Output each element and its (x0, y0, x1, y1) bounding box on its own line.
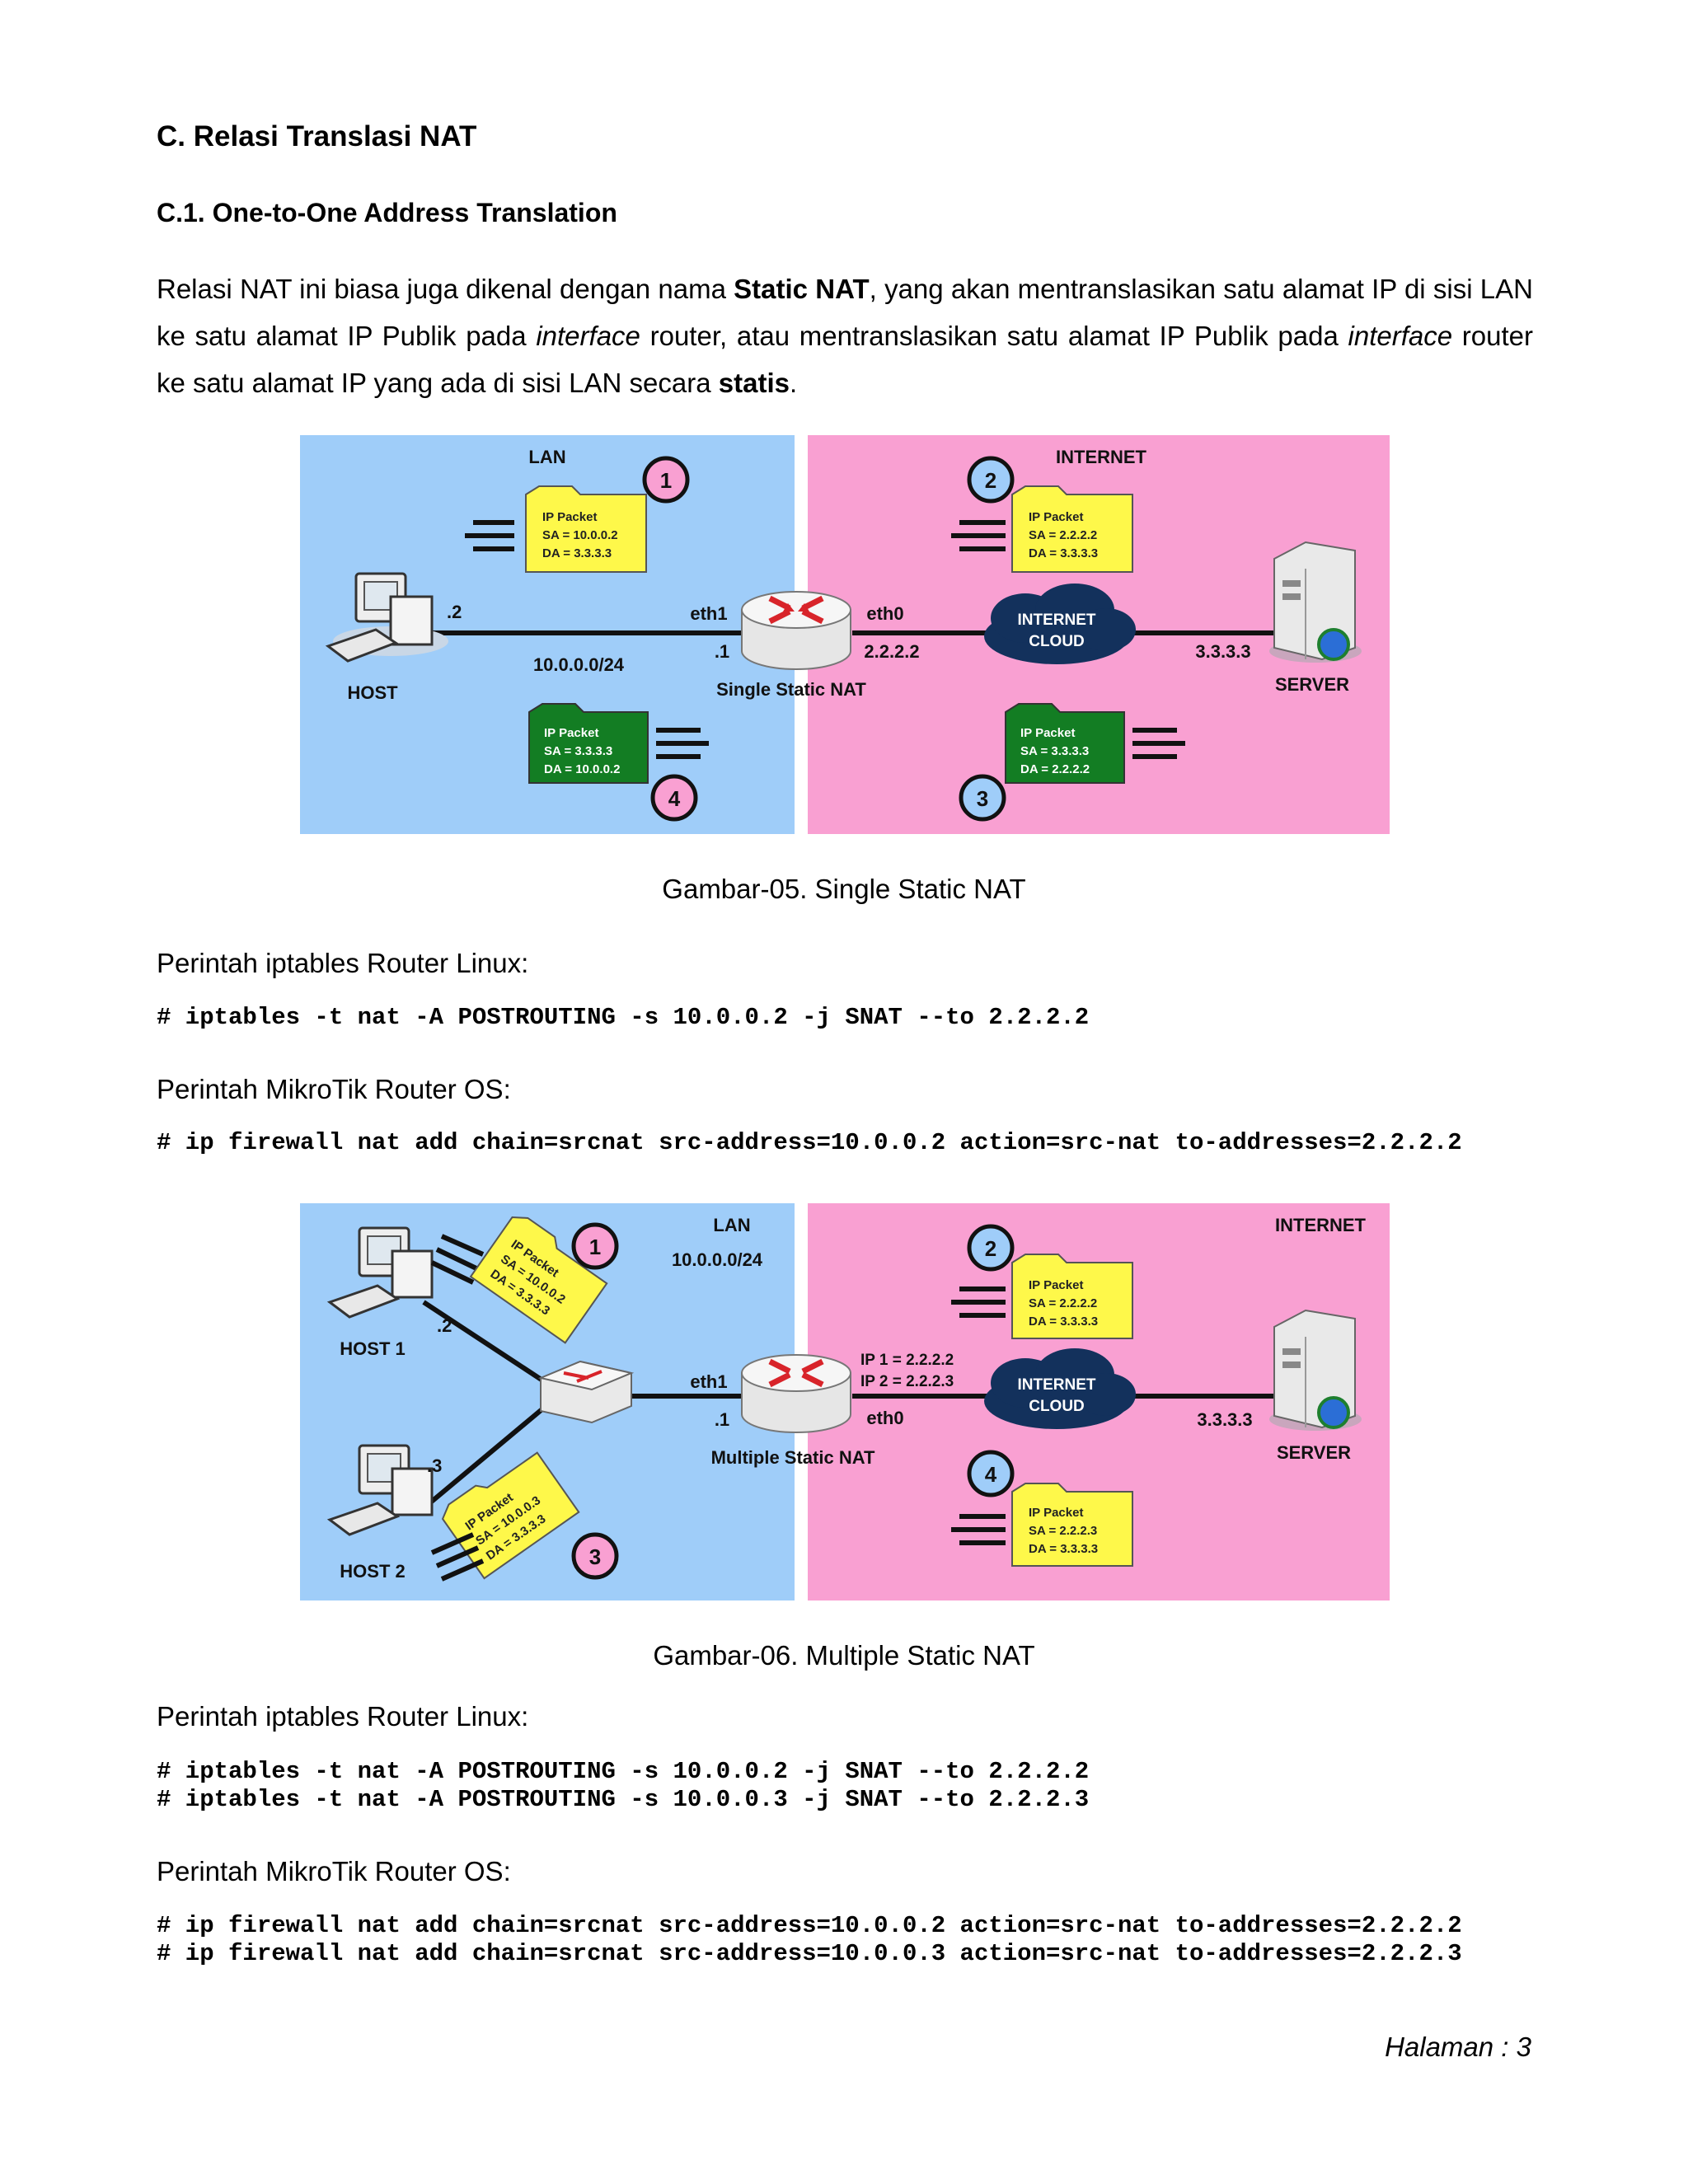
packet-3: IP Packet SA = 10.0.0.3 DA = 3.3.3.3 3 (430, 1451, 619, 1582)
svg-text:DA = 3.3.3.3: DA = 3.3.3.3 (1029, 1542, 1098, 1556)
host2-label: HOST 2 (340, 1561, 405, 1582)
svg-text:DA = 3.3.3.3: DA = 3.3.3.3 (1029, 1315, 1098, 1329)
router-ip: .1 (715, 641, 729, 662)
server-label: SERVER (1277, 1442, 1351, 1463)
iptables-command-2a: # iptables -t nat -A POSTROUTING -s 10.0… (157, 1758, 1090, 1785)
packet-2: IP Packet SA = 2.2.2.2 DA = 3.3.3.3 2 (951, 456, 1133, 573)
svg-text:2: 2 (985, 1236, 996, 1261)
cloud-line1: INTERNET (1018, 612, 1096, 629)
mikrotik-command-2a: # ip firewall nat add chain=srcnat src-a… (157, 1912, 1462, 1939)
statis-term: statis (718, 368, 790, 398)
internet-cloud-icon (984, 1348, 1136, 1429)
svg-text:4: 4 (985, 1462, 997, 1487)
multiple-static-nat-diagram: LAN 10.0.0.0/24 INTERNET HOST 1 .2 HOST … (300, 1203, 1390, 1601)
page-number: Halaman : 3 (1385, 2032, 1531, 2062)
host2-ip: .3 (427, 1455, 442, 1476)
eth1-label: eth1 (690, 1371, 727, 1392)
server-ip: 3.3.3.3 (1195, 641, 1250, 662)
cloud-line2: CLOUD (1029, 1398, 1085, 1415)
svg-text:IP Packet: IP Packet (542, 510, 597, 524)
svg-text:IP Packet: IP Packet (1029, 1506, 1083, 1520)
server-label: SERVER (1275, 674, 1349, 695)
host1-label: HOST 1 (340, 1338, 405, 1359)
svg-text:1: 1 (589, 1235, 601, 1259)
label-iptables-2: Perintah iptables Router Linux: (157, 1701, 529, 1732)
svg-text:DA = 3.3.3.3: DA = 3.3.3.3 (542, 546, 612, 560)
svg-text:DA = 3.3.3.3: DA = 3.3.3.3 (1029, 546, 1098, 560)
packet-3: IP Packet SA = 3.3.3.3 DA = 2.2.2.2 3 (959, 703, 1185, 822)
ip2-label: IP 2 = 2.2.2.3 (860, 1373, 954, 1390)
public-ip: 2.2.2.2 (864, 641, 919, 662)
subsection-heading: C.1. One-to-One Address Translation (157, 198, 617, 227)
label-mikrotik-2: Perintah MikroTik Router OS: (157, 1856, 511, 1886)
packet-4: IP Packet SA = 2.2.2.3 DA = 3.3.3.3 4 (951, 1450, 1133, 1567)
svg-text:3: 3 (977, 786, 988, 811)
svg-text:4: 4 (668, 786, 681, 811)
packet-2: IP Packet SA = 2.2.2.2 DA = 3.3.3.3 2 (951, 1224, 1133, 1339)
router-icon (741, 1354, 851, 1433)
host1-computer-icon (326, 1226, 434, 1319)
internet-label: INTERNET (1056, 447, 1147, 467)
router-icon (741, 591, 851, 670)
cloud-line2: CLOUD (1029, 633, 1085, 650)
svg-text:DA = 2.2.2.2: DA = 2.2.2.2 (1020, 762, 1090, 776)
mikrotik-command-2b: # ip firewall nat add chain=srcnat src-a… (157, 1940, 1462, 1967)
host2-computer-icon (326, 1444, 434, 1536)
svg-text:SA = 3.3.3.3: SA = 3.3.3.3 (1020, 744, 1089, 758)
internet-cloud-icon (984, 583, 1136, 664)
svg-text:SA = 2.2.2.2: SA = 2.2.2.2 (1029, 1296, 1097, 1310)
section-heading: C. Relasi Translasi NAT (157, 120, 477, 152)
host2-link (422, 1397, 556, 1511)
svg-text:IP Packet: IP Packet (1029, 1278, 1083, 1292)
server-icon (1269, 1309, 1362, 1431)
packet-1: IP Packet SA = 10.0.0.2 DA = 3.3.3.3 1 (465, 456, 690, 573)
mikrotik-command-1: # ip firewall nat add chain=srcnat src-a… (157, 1129, 1462, 1156)
router-label: Multiple Static NAT (711, 1447, 875, 1468)
label-iptables-1: Perintah iptables Router Linux: (157, 948, 529, 978)
static-nat-term: Static NAT (734, 274, 870, 304)
packet-4: IP Packet SA = 3.3.3.3 DA = 10.0.0.2 4 (528, 703, 709, 822)
label-mikrotik-1: Perintah MikroTik Router OS: (157, 1074, 511, 1104)
svg-text:DA = 10.0.0.2: DA = 10.0.0.2 (544, 762, 620, 776)
svg-text:SA = 3.3.3.3: SA = 3.3.3.3 (544, 744, 612, 758)
intro-paragraph: Relasi NAT ini biasa juga dikenal dengan… (157, 274, 1533, 398)
svg-text:SA = 2.2.2.3: SA = 2.2.2.3 (1029, 1524, 1097, 1538)
switch-icon (537, 1360, 635, 1424)
svg-text:SA = 2.2.2.2: SA = 2.2.2.2 (1029, 528, 1097, 542)
svg-text:IP Packet: IP Packet (1029, 510, 1083, 524)
svg-text:IP Packet: IP Packet (544, 726, 598, 740)
eth1-label: eth1 (690, 603, 727, 624)
host-label: HOST (347, 682, 398, 703)
network-label: 10.0.0.0/24 (533, 654, 625, 675)
internet-label: INTERNET (1275, 1215, 1367, 1235)
lan-label: LAN (528, 447, 565, 467)
lan-label: LAN (713, 1215, 750, 1235)
iptables-command-2b: # iptables -t nat -A POSTROUTING -s 10.0… (157, 1786, 1090, 1813)
svg-text:2: 2 (985, 468, 996, 493)
host1-link (422, 1300, 556, 1390)
host-ip: .2 (447, 602, 462, 622)
eth0-label: eth0 (866, 603, 903, 624)
router-label: Single Static NAT (716, 679, 866, 700)
server-ip: 3.3.3.3 (1197, 1409, 1252, 1430)
figure1-caption: Gambar-05. Single Static NAT (662, 874, 1026, 904)
single-static-nat-diagram: LAN INTERNET HOST .2 10.0.0.0/24 eth1 .1… (300, 435, 1390, 834)
ip1-label: IP 1 = 2.2.2.2 (860, 1352, 954, 1369)
svg-text:IP Packet: IP Packet (1020, 726, 1075, 740)
svg-text:3: 3 (589, 1544, 601, 1569)
cloud-line1: INTERNET (1018, 1376, 1096, 1394)
svg-text:1: 1 (660, 468, 672, 493)
server-icon (1269, 541, 1362, 663)
svg-text:SA = 10.0.0.2: SA = 10.0.0.2 (542, 528, 618, 542)
router-ip: .1 (715, 1409, 729, 1430)
network-label: 10.0.0.0/24 (672, 1249, 763, 1270)
host1-ip: .2 (437, 1315, 452, 1336)
iptables-command-1: # iptables -t nat -A POSTROUTING -s 10.0… (157, 1004, 1090, 1031)
host-computer-icon (325, 572, 448, 663)
packet-1: IP Packet SA = 10.0.0.2 DA = 3.3.3.3 1 (430, 1216, 619, 1344)
figure2-caption: Gambar-06. Multiple Static NAT (653, 1640, 1035, 1671)
eth0-label: eth0 (866, 1408, 903, 1428)
